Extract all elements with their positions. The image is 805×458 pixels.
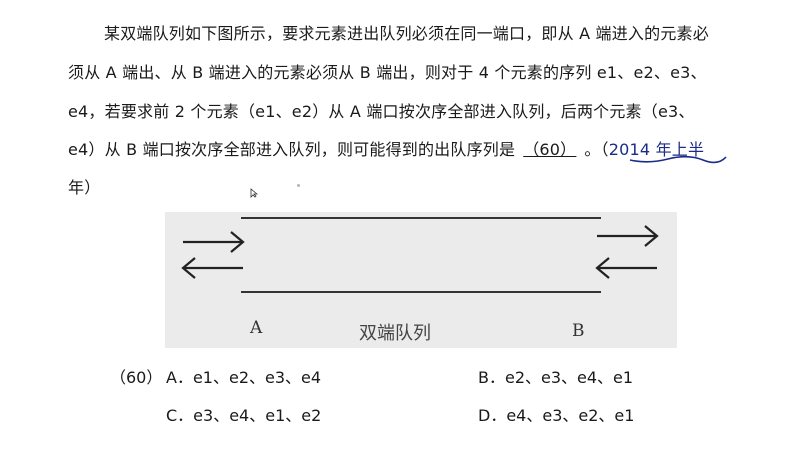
stray-dot <box>297 184 300 187</box>
end-b-label: B <box>572 321 585 341</box>
question-line-4-text: e4）从 B 端口按次序全部进入队列，则可能得到的出队序列是 <box>68 140 516 159</box>
question-line-2: 须从 A 端出、从 B 端进入的元素必须从 B 端出，则对于 4 个元素的序列 … <box>68 63 707 82</box>
answer-blank: （60） <box>523 140 577 159</box>
deque-drawing <box>181 217 659 293</box>
question-number: （60） <box>110 368 163 387</box>
question-line-4: e4）从 B 端口按次序全部进入队列，则可能得到的出队序列是 （60） 。（2014… <box>68 136 704 160</box>
source-annotation: 2014 年上半 <box>608 140 705 159</box>
option-d: D．e4、e3、e2、e1 <box>478 406 635 425</box>
question-line-4-punct: 。（ <box>584 140 609 159</box>
question-line-1: 某双端队列如下图所示，要求元素进出队列必须在同一端口，即从 A 端进入的元素必 <box>104 24 709 43</box>
arrow-right-icon <box>597 225 659 247</box>
mouse-cursor-icon <box>250 188 258 198</box>
arrow-left-icon <box>181 257 243 279</box>
handwritten-underline <box>629 155 727 164</box>
option-c: C．e3、e4、e1、e2 <box>166 406 322 425</box>
diagram-caption: 双端队列 <box>359 323 431 344</box>
question-line-5: 年） <box>68 178 101 197</box>
deque-diagram: A 双端队列 B <box>165 212 677 348</box>
option-b: B．e2、e3、e4、e1 <box>478 368 634 387</box>
question-line-3: e4，若要求前 2 个元素（e1、e2）从 A 端口按次序全部进入队列，后两个元… <box>68 102 695 121</box>
arrow-left-icon <box>595 257 657 279</box>
arrow-right-icon <box>183 231 245 253</box>
option-a: A．e1、e2、e3、e4 <box>166 368 322 387</box>
end-a-label: A <box>250 318 263 338</box>
